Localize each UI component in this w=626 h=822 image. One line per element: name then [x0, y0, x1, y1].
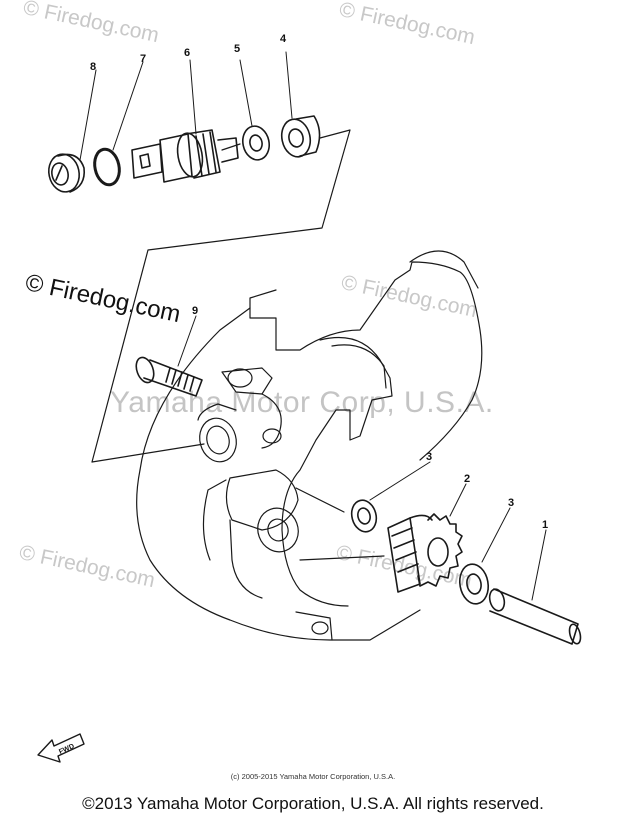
callout-4: 4 — [280, 33, 287, 45]
part-1-shaft — [488, 588, 582, 645]
callout-6: 6 — [184, 47, 190, 59]
callout-7: 7 — [140, 53, 146, 65]
callout-2: 2 — [464, 473, 470, 485]
footer-copyright: ©2013 Yamaha Motor Corporation, U.S.A. A… — [82, 794, 544, 813]
part-5-washer — [242, 125, 270, 161]
footer-small-copyright: (c) 2005-2015 Yamaha Motor Corporation, … — [230, 772, 396, 781]
part-7-o-ring — [93, 147, 121, 187]
part-4-bushing — [280, 115, 321, 158]
callout-1: 1 — [542, 519, 548, 531]
forward-arrow-icon: FWD — [37, 733, 85, 763]
part-2-idle-gear — [387, 513, 463, 593]
upper-assembly-bracket — [91, 129, 351, 463]
crankcase-cover — [136, 250, 483, 641]
watermark-maker: Yamaha Motor Corp, U.S.A. — [110, 386, 494, 419]
part-3-washer-upper — [350, 499, 378, 533]
part-3-washer-lower — [458, 563, 490, 605]
callout-5: 5 — [234, 43, 240, 55]
callout-labels: 8 7 6 5 4 9 3 2 3 1 — [90, 33, 548, 531]
callout-3-lower: 3 — [508, 497, 514, 509]
part-6-shaft-gear — [131, 129, 239, 183]
callout-3-upper: 3 — [426, 451, 432, 463]
part-9-bolt — [135, 356, 203, 397]
callout-9: 9 — [192, 305, 198, 317]
fwd-label: FWD — [58, 743, 75, 756]
callout-8: 8 — [90, 61, 96, 73]
part-8-bearing — [48, 153, 86, 193]
